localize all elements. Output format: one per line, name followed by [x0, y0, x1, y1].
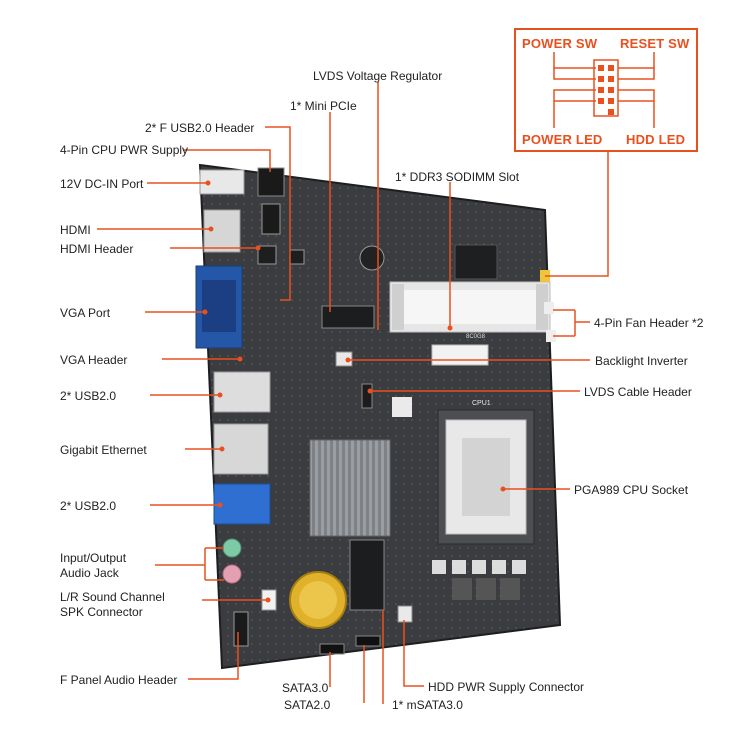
ethernet-port	[213, 423, 269, 475]
label-backlight-inverter: Backlight Inverter	[595, 354, 688, 368]
label-vga-header: VGA Header	[60, 353, 128, 367]
choke	[500, 578, 520, 600]
label-sata30: SATA3.0	[282, 681, 329, 695]
label-sata20: SATA2.0	[284, 698, 331, 712]
inductor	[257, 245, 277, 265]
label-f-panel-audio: F Panel Audio Header	[60, 673, 178, 687]
power-sw-label: POWER SW	[522, 36, 598, 51]
fan-header-low	[546, 330, 556, 342]
label-audio-jack-line2: Audio Jack	[60, 566, 119, 580]
chip-upper	[454, 244, 498, 280]
label-fan-header: 4-Pin Fan Header *2	[594, 316, 704, 330]
lvds-cable-header	[361, 383, 373, 409]
chipset-heatsink	[309, 439, 391, 537]
audio-jack-green	[222, 538, 242, 558]
label-vga-port: VGA Port	[60, 306, 111, 320]
label-msata: 1* mSATA3.0	[392, 698, 463, 712]
label-usb-lower: 2* USB2.0	[60, 499, 117, 513]
label-dc-in-port: 12V DC-IN Port	[60, 177, 144, 191]
sata2-connector	[355, 635, 381, 647]
choke	[476, 578, 496, 600]
f-panel-audio	[233, 611, 249, 647]
reset-sw-label: RESET SW	[620, 36, 690, 51]
sata3-connector	[319, 643, 345, 655]
f-usb-header	[261, 203, 281, 235]
inductor	[512, 560, 526, 574]
usb3-ports-lower	[213, 483, 271, 525]
sodimm-slot	[389, 281, 551, 333]
leader-lines	[97, 82, 609, 704]
cpu-socket	[437, 409, 535, 545]
power-led-label: POWER LED	[522, 132, 603, 147]
choke	[452, 578, 472, 600]
label-lvds-voltage-regulator: LVDS Voltage Regulator	[313, 69, 443, 83]
msata-slot	[349, 539, 385, 611]
label-hdmi-header: HDMI Header	[60, 242, 134, 256]
inductor	[289, 249, 305, 265]
cpu-pwr-connector	[257, 167, 285, 197]
hdd-led-label: HDD LED	[626, 132, 686, 147]
label-hdmi: HDMI	[60, 223, 91, 237]
label-usb-upper: 2* USB2.0	[60, 389, 117, 403]
chip-mid	[431, 344, 489, 366]
usb-ports-upper	[213, 371, 271, 413]
label-f-usb-header: 2* F USB2.0 Header	[145, 121, 255, 135]
label-spk-line1: L/R Sound Channel	[60, 590, 165, 604]
mini-pcie-slot	[321, 305, 375, 329]
label-sodimm: 1* DDR3 SODIMM Slot	[395, 170, 520, 184]
label-audio-jack-line1: Input/Output	[60, 551, 127, 565]
hdd-pwr-connector	[397, 605, 413, 623]
sodimm-code-mark: 8C0G8	[466, 334, 486, 340]
cpu-silk-mark: CPU1	[472, 400, 491, 407]
label-gigabit-ethernet: Gigabit Ethernet	[60, 443, 147, 457]
label-hdd-pwr: HDD PWR Supply Connector	[428, 680, 585, 694]
inductor	[492, 560, 506, 574]
label-spk-line2: SPK Connector	[60, 605, 143, 619]
fan-header-mid	[544, 302, 554, 314]
capacitor	[359, 245, 385, 271]
audio-jack-pink	[222, 564, 242, 584]
label-lvds-cable-header: LVDS Cable Header	[584, 385, 692, 399]
chip-label-block	[392, 397, 412, 417]
inductor	[472, 560, 486, 574]
inductor	[452, 560, 466, 574]
front-panel-header-inset: POWER SW RESET SW POWER LED HDD LED	[514, 28, 698, 152]
label-cpu-pwr-supply: 4-Pin CPU PWR Supply	[60, 143, 189, 157]
hdmi-ports	[203, 209, 241, 253]
inductor	[432, 560, 446, 574]
label-cpu-socket: PGA989 CPU Socket	[574, 483, 689, 497]
pin-header-diagram	[553, 52, 655, 128]
label-mini-pcie: 1* Mini PCIe	[290, 99, 357, 113]
